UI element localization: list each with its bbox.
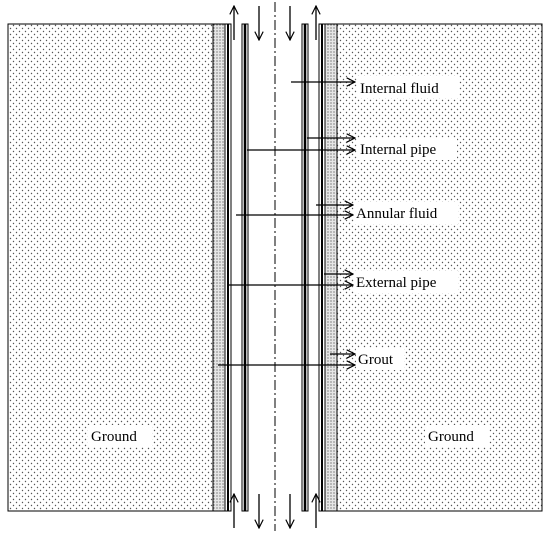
label-external-pipe: External pipe [356,275,437,291]
label-annular-fluid: Annular fluid [356,206,438,222]
label-ground-right: Ground [428,429,474,445]
label-grout: Grout [358,352,394,368]
label-internal-pipe: Internal pipe [360,142,437,158]
label-bg-external-pipe [354,271,458,293]
label-bg-internal-pipe [357,138,457,160]
label-internal-fluid: Internal fluid [360,81,439,97]
grout-left-layer [212,23,226,512]
label-bg-internal-fluid [357,76,459,98]
label-ground-left: Ground [91,429,137,445]
label-bg-annular-fluid [354,202,458,224]
label-bg-ground-right [425,425,489,447]
label-bg-grout [356,348,404,370]
label-bg-ground-left [88,425,152,447]
grout-right-layer [324,23,338,512]
